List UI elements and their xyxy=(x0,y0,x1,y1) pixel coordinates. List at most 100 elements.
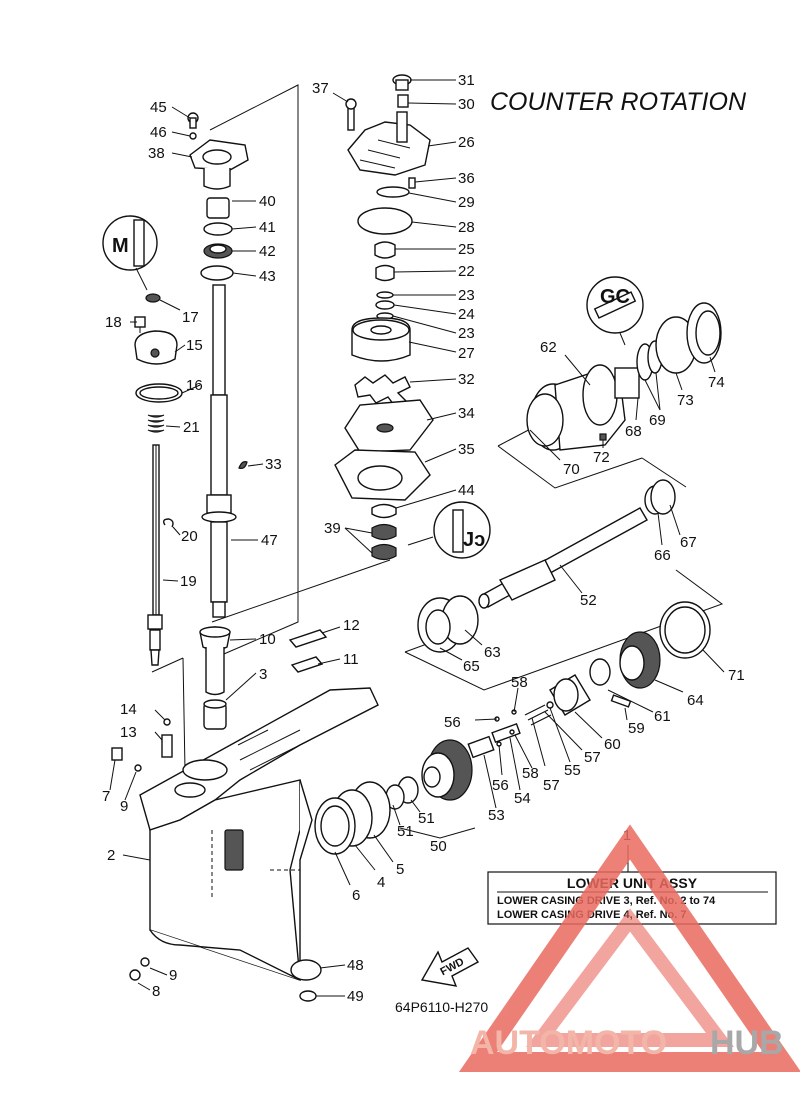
callout-61: 61 xyxy=(654,708,671,725)
water-pump-assembly xyxy=(334,74,434,561)
callout-55: 55 xyxy=(564,762,581,779)
callout-63: 63 xyxy=(484,644,501,661)
callout-21: 21 xyxy=(183,419,200,436)
callout-51-b: 51 xyxy=(418,810,435,827)
callout-57-b: 57 xyxy=(543,777,560,794)
callout-3: 3 xyxy=(259,666,267,683)
callout-8: 8 xyxy=(152,983,160,1000)
callout-48: 48 xyxy=(347,957,364,974)
callout-74: 74 xyxy=(708,374,725,391)
callout-13: 13 xyxy=(120,724,137,741)
callout-14: 14 xyxy=(120,701,137,718)
callout-43: 43 xyxy=(259,268,276,285)
group-outline-lines xyxy=(151,84,724,839)
callout-19: 19 xyxy=(180,573,197,590)
callout-68: 68 xyxy=(625,423,642,440)
callout-58-b: 58 xyxy=(522,765,539,782)
grease-gc-icon: GC xyxy=(586,276,644,346)
callout-70: 70 xyxy=(563,461,580,478)
callout-2: 2 xyxy=(107,847,115,864)
drive-shaft-assembly xyxy=(187,112,249,618)
lower-case-housing xyxy=(111,687,379,1002)
sleeve-bearing-parts xyxy=(199,626,328,730)
callout-22: 22 xyxy=(458,263,475,280)
callout-67: 67 xyxy=(680,534,697,551)
callout-17: 17 xyxy=(182,309,199,326)
propeller-shaft xyxy=(478,479,676,609)
callout-4: 4 xyxy=(377,874,385,891)
watermark-text-automoto: AUTOMOTO xyxy=(470,1024,667,1062)
callout-42: 42 xyxy=(259,243,276,260)
callout-numbers: 31 30 37 45 46 38 26 36 29 40 41 28 42 2… xyxy=(102,72,745,1005)
callout-46: 46 xyxy=(150,124,167,141)
callout-52: 52 xyxy=(580,592,597,609)
gears-and-clutch xyxy=(385,595,711,810)
callout-62: 62 xyxy=(540,339,557,356)
callout-41: 41 xyxy=(259,219,276,236)
callout-25: 25 xyxy=(458,241,475,258)
lt-icon-letters: Jɔ xyxy=(463,529,485,551)
diagram-title: COUNTER ROTATION xyxy=(490,88,747,116)
callout-56-a: 56 xyxy=(444,714,461,731)
watermark-text-hub: HUB xyxy=(710,1024,784,1062)
callout-24: 24 xyxy=(458,306,475,323)
callout-64: 64 xyxy=(687,692,704,709)
callout-23-a: 23 xyxy=(458,287,475,304)
gc-icon-letters: GC xyxy=(600,286,630,308)
callout-20: 20 xyxy=(181,528,198,545)
callout-7: 7 xyxy=(102,788,110,805)
callout-51-a: 51 xyxy=(397,823,414,840)
callout-53: 53 xyxy=(488,807,505,824)
callout-38: 38 xyxy=(148,145,165,162)
callout-12: 12 xyxy=(343,617,360,634)
lubricant-lt-icon: Jɔ xyxy=(407,501,491,559)
callout-37: 37 xyxy=(312,80,329,97)
callout-66: 66 xyxy=(654,547,671,564)
callout-18: 18 xyxy=(105,314,122,331)
diagram-code: 64P6110-H270 xyxy=(395,999,488,1015)
callout-leader-lines xyxy=(109,79,725,997)
callout-15: 15 xyxy=(186,337,203,354)
callout-9-a: 9 xyxy=(120,798,128,815)
m-icon-letter: M xyxy=(112,235,129,257)
callout-23-b: 23 xyxy=(458,325,475,342)
callout-47: 47 xyxy=(261,532,278,549)
callout-45: 45 xyxy=(150,99,167,116)
callout-28: 28 xyxy=(458,219,475,236)
callout-54: 54 xyxy=(514,790,531,807)
callout-6: 6 xyxy=(352,887,360,904)
callout-59: 59 xyxy=(628,720,645,737)
info-box-line2: LOWER CASING DRIVE 4, Ref. No. 7 xyxy=(497,909,686,921)
callout-60: 60 xyxy=(604,736,621,753)
callout-30: 30 xyxy=(458,96,475,113)
callout-26: 26 xyxy=(458,134,475,151)
callout-49: 49 xyxy=(347,988,364,1005)
callout-58-a: 58 xyxy=(511,674,528,691)
callout-10: 10 xyxy=(259,631,276,648)
automotohub-watermark: AUTOMOTO HUB xyxy=(458,824,800,1072)
forward-arrow: FWD xyxy=(420,947,480,987)
shift-rod-assembly xyxy=(134,293,183,666)
callout-16: 16 xyxy=(186,377,203,394)
callout-65: 65 xyxy=(463,658,480,675)
reverse-gear-bearings xyxy=(314,781,391,855)
callout-29: 29 xyxy=(458,194,475,211)
callout-11: 11 xyxy=(343,651,359,668)
special-tool-m-icon: M xyxy=(102,215,158,291)
callout-31: 31 xyxy=(458,72,475,89)
callout-50: 50 xyxy=(430,838,447,855)
callout-32: 32 xyxy=(458,371,475,388)
callout-73: 73 xyxy=(677,392,694,409)
callout-39: 39 xyxy=(324,520,341,537)
callout-69: 69 xyxy=(649,412,666,429)
callout-35: 35 xyxy=(458,441,475,458)
callout-34: 34 xyxy=(458,405,475,422)
callout-27: 27 xyxy=(458,345,475,362)
callout-40: 40 xyxy=(259,193,276,210)
callout-5: 5 xyxy=(396,861,404,878)
callout-56-b: 56 xyxy=(492,777,509,794)
callout-9-b: 9 xyxy=(169,967,177,984)
callout-44: 44 xyxy=(458,482,475,499)
callout-57-a: 57 xyxy=(584,749,601,766)
